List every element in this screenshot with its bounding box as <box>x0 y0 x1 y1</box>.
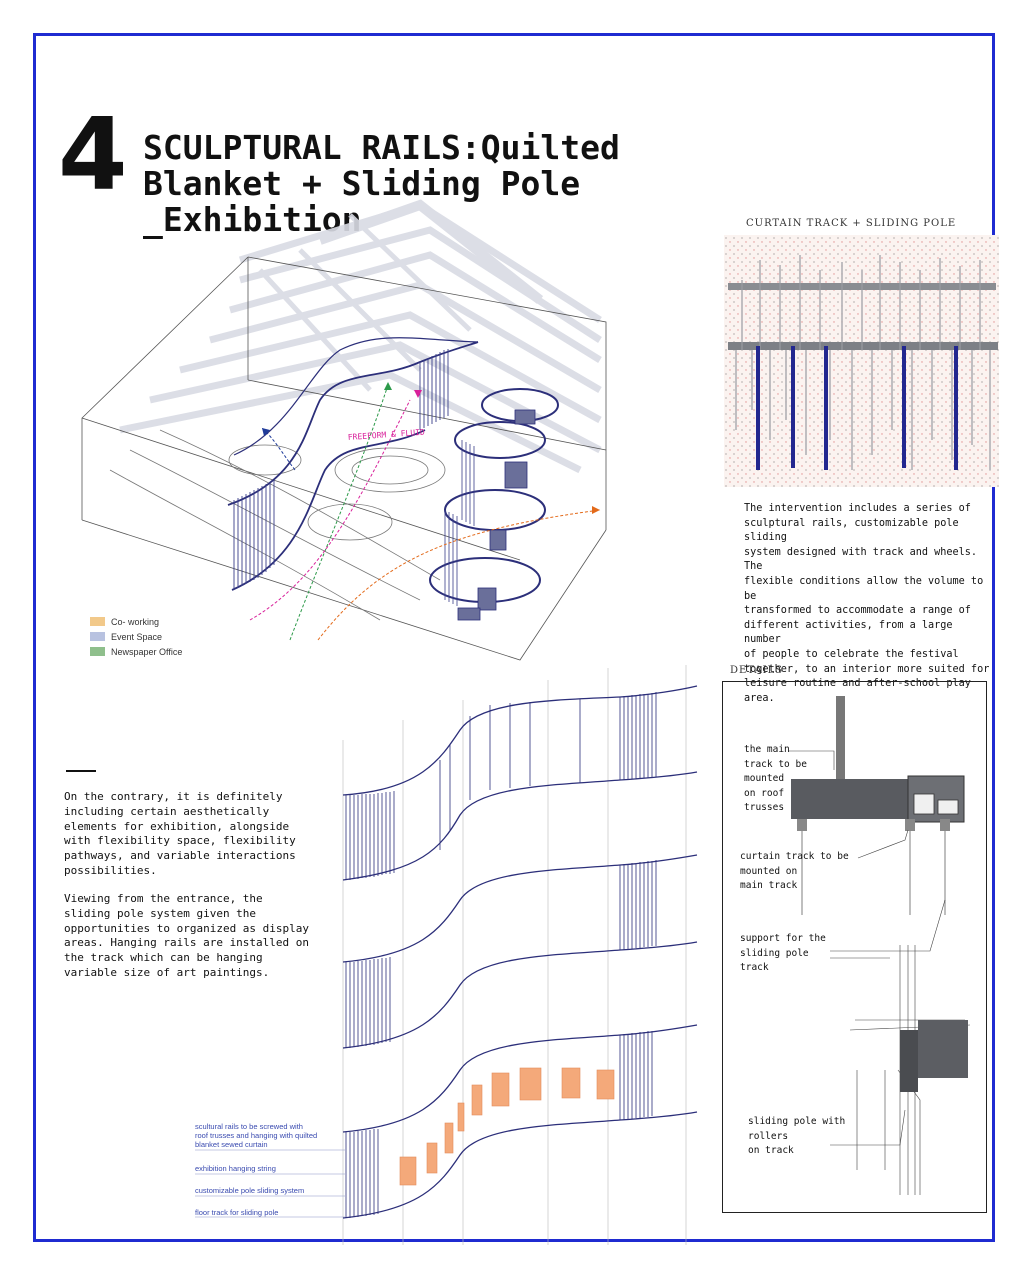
text-line: pathways, and variable interactions <box>64 849 296 863</box>
callout-hanging-string: exhibition hanging string <box>195 1164 276 1173</box>
callout-sculptural-rails: scultural rails to be screwed with roof … <box>195 1122 345 1149</box>
detail-label-main-track: the main track to be mounted on roof tru… <box>744 743 807 816</box>
callout-line: scultural rails to be screwed with <box>195 1122 303 1131</box>
label-line: track <box>740 962 769 973</box>
text-line: system designed with track and wheels. T… <box>744 546 978 573</box>
detail-label-sliding-pole: sliding pole with rollers on track <box>748 1115 845 1159</box>
text-line: areas. Hanging rails are installed on <box>64 936 310 950</box>
details-panel <box>722 681 987 1213</box>
label-line: main track <box>740 880 798 891</box>
callout-line: blanket sewed curtain <box>195 1140 268 1149</box>
label-line: track to be <box>744 758 807 770</box>
legend-item-coworking: Co- working <box>90 614 182 629</box>
intervention-text: The intervention includes a series of sc… <box>744 502 994 706</box>
detail-label-support: support for the sliding pole track <box>740 932 826 976</box>
label-line: on roof <box>744 787 785 799</box>
title-line-1: SCULPTURAL RAILS:Quilted <box>143 128 620 167</box>
callout-floor-track: floor track for sliding pole <box>195 1208 279 1217</box>
label-line: curtain track to be <box>740 851 849 862</box>
label-line: support for the <box>740 933 826 944</box>
text-line: The intervention includes a series of <box>744 503 971 514</box>
text-line: flexible conditions allow the volume to … <box>744 575 984 602</box>
legend-swatch <box>90 632 105 641</box>
callout-line: roof trusses and hanging with quilted <box>195 1131 318 1140</box>
text-line: sliding pole system given the <box>64 906 257 920</box>
section-number: 4 <box>58 96 128 213</box>
left-paragraph-2: Viewing from the entrance, the sliding p… <box>64 892 334 981</box>
text-line: elements for exhibition, alongside <box>64 819 290 833</box>
label-line: the main <box>744 744 790 755</box>
label-line: on track <box>748 1145 794 1156</box>
label-line: mounted on <box>740 865 798 877</box>
callout-pole-system: customizable pole sliding system <box>195 1186 305 1195</box>
text-line: of people to celebrate the festival <box>744 648 959 660</box>
text-line: leisure routine and after-school play ar… <box>744 678 971 704</box>
text-line: opportunities to organized as display <box>64 921 310 935</box>
text-line: sculptural rails, customizable pole slid… <box>744 517 959 544</box>
text-line: with flexibility space, flexibility <box>64 834 296 848</box>
legend-swatch <box>90 617 105 626</box>
text-line: different activities, from a large numbe… <box>744 619 953 646</box>
legend-label: Newspaper Office <box>111 646 183 657</box>
label-line: sliding pole <box>740 947 809 959</box>
legend-item-event-space: Event Space <box>90 629 182 644</box>
page-frame <box>33 33 995 1242</box>
title-line-2: Blanket + Sliding Pole <box>143 164 581 203</box>
track-caption: CURTAIN TRACK + SLIDING POLE <box>746 218 957 229</box>
text-line: possibilities. <box>64 863 157 877</box>
label-line: rollers <box>748 1130 789 1142</box>
text-line: Viewing from the entrance, the <box>64 892 263 905</box>
text-line: On the contrary, it is definitely <box>64 790 283 803</box>
label-line: trusses <box>744 802 785 813</box>
text-line: transformed to accommodate a range of <box>744 605 971 617</box>
legend-item-newspaper-office: Newspaper Office <box>90 644 182 659</box>
text-line: the track which can be hanging <box>64 951 263 965</box>
divider <box>66 770 96 772</box>
text-line: together, to an interior more suited for <box>744 663 990 675</box>
details-heading: DETAILS <box>730 665 784 676</box>
legend-swatch <box>90 647 105 656</box>
label-line: sliding pole with <box>748 1116 846 1127</box>
legend: Co- working Event Space Newspaper Office <box>90 614 182 659</box>
legend-label: Event Space <box>111 631 163 642</box>
page-title: SCULPTURAL RAILS:Quilted Blanket + Slidi… <box>143 130 703 238</box>
text-line: variable size of art paintings. <box>64 965 270 979</box>
text-line: including certain aesthetically <box>64 804 270 818</box>
label-line: mounted <box>744 773 785 784</box>
legend-label: Co- working <box>111 616 160 627</box>
left-paragraph-1: On the contrary, it is definitely includ… <box>64 790 334 879</box>
detail-label-curtain-track: curtain track to be mounted on main trac… <box>740 850 849 894</box>
